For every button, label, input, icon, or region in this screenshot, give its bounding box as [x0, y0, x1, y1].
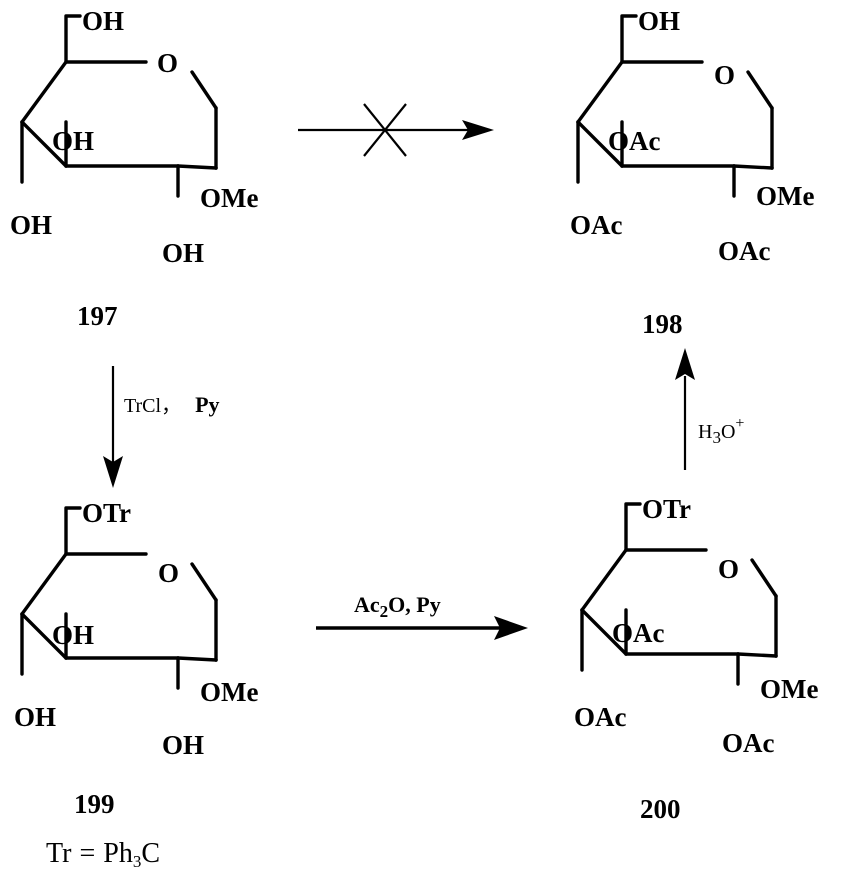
reagent-py: Py — [195, 392, 219, 417]
reagent-subscript: 3 — [712, 428, 721, 447]
trityl-definition: Tr= Ph3C — [46, 838, 160, 871]
cross-mark-icon — [363, 103, 407, 157]
c4-substituent: OAc — [574, 702, 627, 732]
arrowhead-icon — [462, 120, 494, 140]
reagent-superscript: + — [735, 415, 744, 432]
hydrolysis-reagent: H3O+ — [698, 415, 744, 447]
footnote-ph: Ph — [103, 838, 133, 869]
footnote-tr: Tr — [46, 838, 72, 869]
tritylation-arrow — [103, 366, 123, 488]
ring-oxygen: O — [718, 554, 739, 584]
footnote-equals: = — [79, 838, 95, 869]
c3-substituent: OAc — [608, 126, 661, 156]
c6-substituent: OTr — [642, 494, 691, 524]
c1-substituent: OMe — [200, 677, 258, 707]
footnote-c: C — [141, 838, 160, 869]
reagent-ac: Ac — [354, 592, 380, 617]
compound-197: OH O OH OMe OH OH — [10, 6, 258, 268]
c3-substituent: OH — [52, 620, 94, 650]
c2-substituent: OAc — [718, 236, 771, 266]
arrowhead-icon — [494, 616, 528, 640]
ring-oxygen: O — [157, 48, 178, 78]
ring-oxygen: O — [714, 60, 735, 90]
pyranose-ring — [576, 14, 774, 198]
compound-number-199: 199 — [74, 789, 115, 819]
c6-substituent: OH — [82, 6, 124, 36]
tritylation-reagents: TrCl， Py — [124, 392, 220, 417]
arrowhead-icon — [675, 348, 695, 380]
compound-200: OTr O OAc OMe OAc OAc — [574, 494, 818, 758]
c6-substituent: OTr — [82, 498, 131, 528]
ring-oxygen: O — [158, 558, 179, 588]
reagent-separator: ， — [161, 395, 181, 417]
c1-substituent: OMe — [760, 674, 818, 704]
reagent-subscript: 2 — [380, 602, 389, 621]
footnote-subscript: 3 — [133, 852, 142, 871]
compound-199: OTr O OH OMe OH OH — [14, 498, 258, 760]
arrowhead-icon — [103, 456, 123, 488]
blocked-reaction-arrow — [298, 103, 494, 157]
compound-number-197: 197 — [77, 301, 118, 331]
reagent-trcl: TrCl — [124, 395, 162, 417]
c2-substituent: OH — [162, 730, 204, 760]
compound-number-198: 198 — [642, 309, 683, 339]
c6-substituent: OH — [638, 6, 680, 36]
c2-substituent: OAc — [722, 728, 775, 758]
compound-number-200: 200 — [640, 794, 681, 824]
pyranose-ring — [20, 14, 218, 198]
acetylation-arrow — [316, 616, 528, 640]
c4-substituent: OAc — [570, 210, 623, 240]
c4-substituent: OH — [10, 210, 52, 240]
c3-substituent: OH — [52, 126, 94, 156]
c1-substituent: OMe — [200, 183, 258, 213]
acetylation-reagents: Ac2O, Py — [354, 592, 441, 621]
c2-substituent: OH — [162, 238, 204, 268]
reagent-h: H — [698, 421, 712, 443]
c4-substituent: OH — [14, 702, 56, 732]
c1-substituent: OMe — [756, 181, 814, 211]
hydrolysis-arrow — [675, 348, 695, 470]
c3-substituent: OAc — [612, 618, 665, 648]
pyranose-ring — [580, 502, 778, 686]
reagent-o: O — [721, 421, 735, 443]
pyranose-ring — [20, 506, 218, 690]
reagent-o-py: O, Py — [388, 592, 441, 617]
compound-198: OH O OAc OMe OAc OAc — [570, 6, 814, 266]
